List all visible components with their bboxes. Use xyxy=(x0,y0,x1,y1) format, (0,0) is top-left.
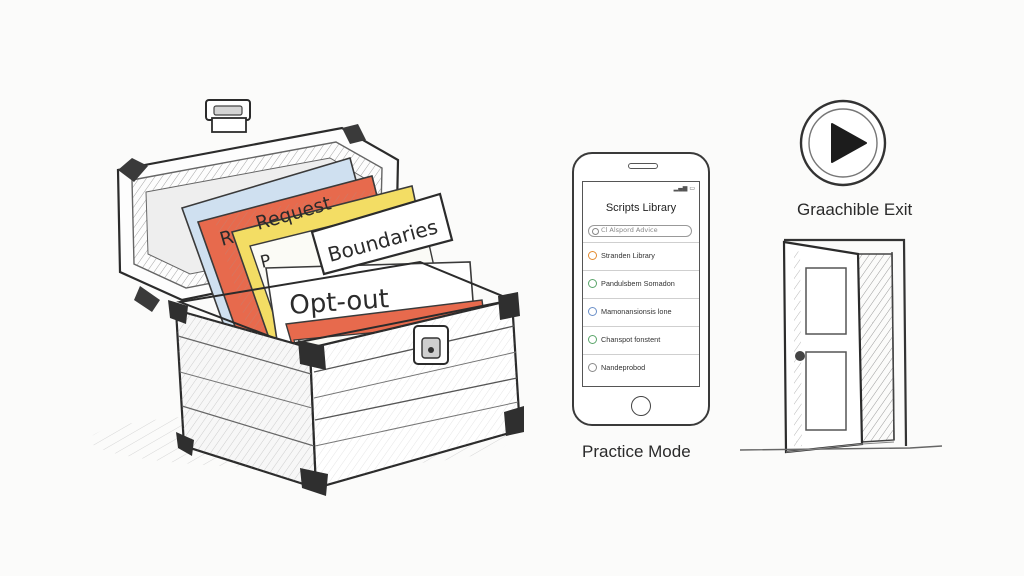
gray-circle-icon xyxy=(588,363,597,372)
list-item[interactable]: Pandulsbem Somadon xyxy=(583,270,699,298)
play-icon[interactable] xyxy=(799,99,887,187)
exit-door[interactable] xyxy=(739,238,943,454)
status-bar-icons: ▂▄▆ ▭ xyxy=(673,185,695,192)
search-icon xyxy=(592,228,599,235)
phone-speaker xyxy=(628,163,658,169)
card-peek-p: P xyxy=(258,251,273,273)
search-input[interactable]: Cl Alspord Advice xyxy=(588,225,692,237)
blue-circle-icon xyxy=(588,307,597,316)
exit-caption: Graachible Exit xyxy=(797,200,913,219)
green-circle-icon xyxy=(588,335,597,344)
list-item[interactable]: Mamonansionsis lone xyxy=(583,298,699,326)
list-item-label: Mamonansionsis lone xyxy=(601,307,672,316)
search-input-text: Cl Alspord Advice xyxy=(601,226,658,234)
scripts-list: Stranden Library Pandulsbem Somadon Mamo… xyxy=(583,242,699,382)
card-peek-r: R xyxy=(217,226,236,251)
phone-mockup: ▂▄▆ ▭ Scripts Library Cl Alspord Advice … xyxy=(572,152,710,426)
list-item[interactable]: Stranden Library xyxy=(583,242,699,270)
card-optout-label: Opt-out xyxy=(288,284,389,321)
list-item-label: Nandeprobod xyxy=(601,363,646,372)
list-item-label: Pandulsbem Somadon xyxy=(601,279,675,288)
phone-screen: ▂▄▆ ▭ Scripts Library Cl Alspord Advice … xyxy=(582,181,700,387)
list-item-label: Chanspot fonstent xyxy=(601,335,661,344)
green-circle-icon xyxy=(588,279,597,288)
orange-circle-icon xyxy=(588,251,597,260)
card-boundaries-tab xyxy=(310,192,454,276)
list-item[interactable]: Chanspot fonstent xyxy=(583,326,699,354)
box-latch xyxy=(413,325,449,365)
list-item[interactable]: Nandeprobod xyxy=(583,354,699,382)
list-item-label: Stranden Library xyxy=(601,251,655,260)
practice-mode-caption: Practice Mode xyxy=(582,442,691,461)
scripts-library-title: Scripts Library xyxy=(605,202,677,214)
toolbox-body xyxy=(168,260,524,496)
lid-hasp xyxy=(205,99,251,133)
home-button[interactable] xyxy=(631,396,651,416)
